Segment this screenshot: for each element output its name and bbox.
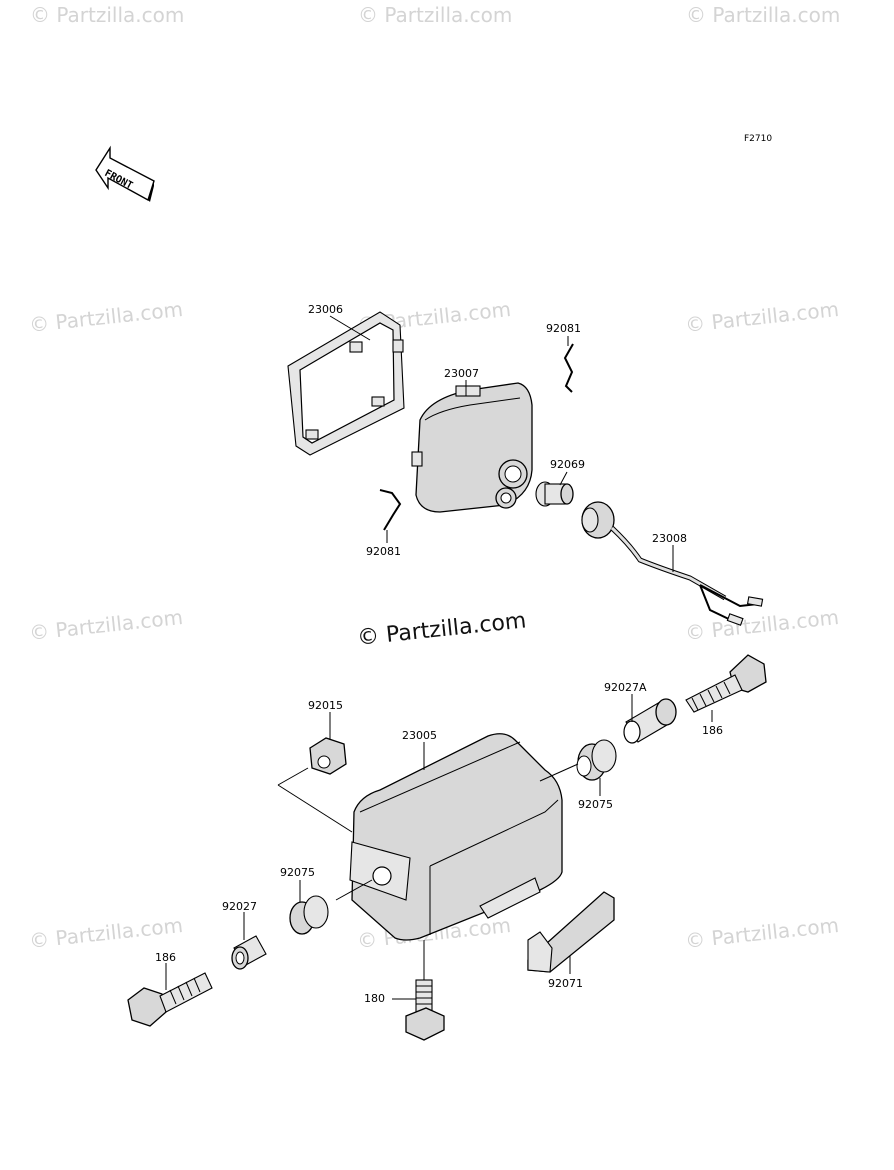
label-180: 180 (364, 992, 385, 1005)
leader-line (329, 315, 371, 341)
watermark: © Partzilla.com (28, 913, 184, 953)
clip-92081-bottom (379, 489, 402, 531)
collar-92027 (231, 935, 267, 970)
label-186-right: 186 (702, 724, 723, 737)
clip-92081-top (563, 343, 574, 393)
headlight-housing-23007 (411, 382, 533, 513)
label-92069: 92069 (550, 458, 585, 471)
collar-92027A (623, 698, 677, 744)
front-arrow-icon: FRONT (95, 145, 155, 202)
leader-line (539, 763, 579, 782)
dashed-line (277, 784, 353, 833)
watermark: © Partzilla.com (358, 3, 512, 27)
bulb-92069 (535, 481, 574, 507)
leader-line (335, 879, 373, 901)
leader-line (559, 471, 568, 486)
bolt-186-left (127, 972, 213, 1027)
watermark: © Partzilla.com (684, 605, 840, 645)
damper-92075-left (289, 895, 329, 935)
label-23006: 23006 (308, 303, 343, 316)
damper-92075-right (576, 739, 617, 781)
headlight-rim-23006 (287, 311, 405, 456)
label-92081-bottom: 92081 (366, 545, 401, 558)
watermark: © Partzilla.com (30, 3, 184, 27)
watermark: © Partzilla.com (684, 297, 840, 337)
bolt-180 (405, 979, 445, 1041)
label-23008: 23008 (652, 532, 687, 545)
figure-code: F2710 (744, 134, 772, 144)
label-92071: 92071 (548, 977, 583, 990)
label-23007: 23007 (444, 367, 479, 380)
label-92027A: 92027A (604, 681, 647, 694)
bolt-186-right (685, 654, 767, 713)
leader-line (277, 767, 309, 786)
watermark: © Partzilla.com (28, 605, 184, 645)
label-92027: 92027 (222, 900, 257, 913)
center-watermark: © Partzilla.com (356, 608, 527, 651)
nut-92015 (309, 737, 347, 775)
watermark: © Partzilla.com (28, 297, 184, 337)
label-92015: 92015 (308, 699, 343, 712)
socket-harness-23008 (581, 501, 764, 626)
watermark: © Partzilla.com (686, 3, 840, 27)
label-92081-top: 92081 (546, 322, 581, 335)
housing-23005 (349, 733, 563, 941)
label-92075-right: 92075 (578, 798, 613, 811)
watermark: © Partzilla.com (684, 913, 840, 953)
pad-92071 (527, 891, 615, 973)
label-186-left: 186 (155, 951, 176, 964)
label-92075-left: 92075 (280, 866, 315, 879)
label-23005: 23005 (402, 729, 437, 742)
